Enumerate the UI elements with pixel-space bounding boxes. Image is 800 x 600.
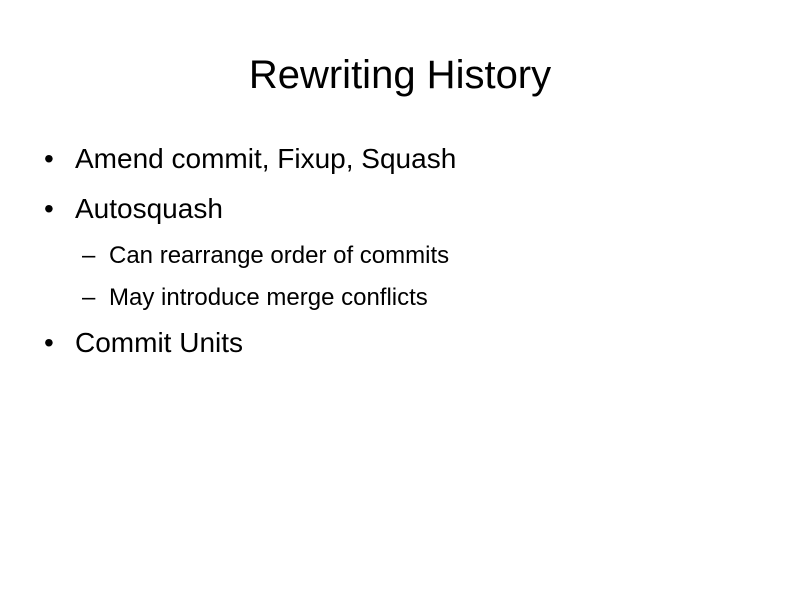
dash-marker: – bbox=[82, 242, 96, 269]
bullet-text: Autosquash bbox=[75, 193, 223, 224]
bullet-item-amend: • Amend commit, Fixup, Squash bbox=[44, 141, 764, 177]
bullet-marker: • bbox=[44, 193, 54, 224]
bullet-text: Commit Units bbox=[75, 327, 244, 358]
bullet-marker: • bbox=[44, 327, 54, 358]
sub-bullet-item-merge-conflicts: – May introduce merge conflicts bbox=[44, 283, 764, 313]
sublist-wrapper: – Can rearrange order of commits – May i… bbox=[44, 241, 764, 313]
slide-title: Rewriting History bbox=[248, 53, 552, 97]
bullet-text: Amend commit, Fixup, Squash bbox=[75, 143, 457, 174]
bullet-marker: • bbox=[44, 143, 54, 174]
sub-bullet-list: – Can rearrange order of commits – May i… bbox=[44, 241, 764, 313]
bullet-item-commit-units: • Commit Units bbox=[44, 325, 764, 361]
dash-marker: – bbox=[82, 284, 96, 311]
bullet-list: • Amend commit, Fixup, Squash • Autosqua… bbox=[44, 141, 764, 375]
bullet-item-autosquash: • Autosquash bbox=[44, 191, 764, 227]
sub-bullet-text: May introduce merge conflicts bbox=[109, 284, 428, 311]
sub-bullet-item-rearrange: – Can rearrange order of commits bbox=[44, 241, 764, 271]
sub-bullet-text: Can rearrange order of commits bbox=[109, 242, 450, 269]
